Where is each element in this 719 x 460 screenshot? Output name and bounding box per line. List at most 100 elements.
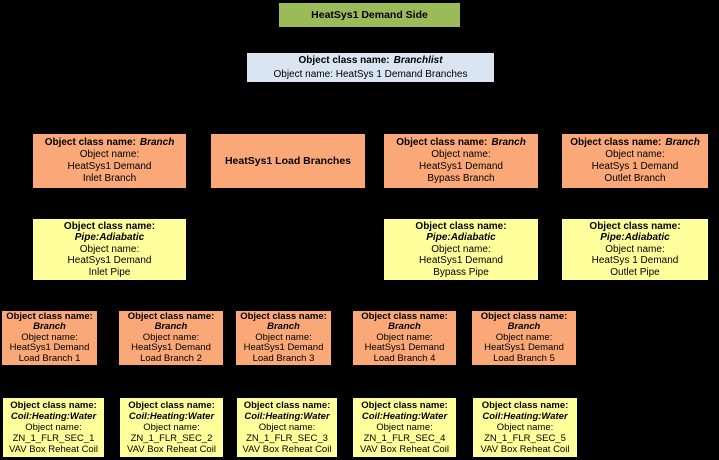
object-name-line: HeatSys1 Demand <box>67 255 152 267</box>
class-line: Object class name:Branch <box>45 137 175 149</box>
object-label: Object name: <box>142 331 200 343</box>
object-name-line: VAV Box Reheat Coil <box>360 444 449 455</box>
class-label: Object class name: <box>396 137 488 148</box>
load-branch-5-box: Object class name: Branch Object name: H… <box>472 311 576 365</box>
object-label: Object name: <box>258 422 316 433</box>
object-label: Object name: <box>376 331 433 343</box>
object-label: Object name: <box>79 149 140 160</box>
object-label: Object name: <box>431 149 491 160</box>
object-name-line: HeatSys 1 Demand <box>591 255 679 267</box>
branch-bypass-box: Object class name:Branch Object name: He… <box>384 134 538 188</box>
class-name: Pipe:Adiabatic <box>426 232 496 244</box>
object-label: Object name: <box>255 331 312 343</box>
object-name-line: HeatSys1 Demand <box>243 342 324 354</box>
object-label: Object name: <box>376 422 433 433</box>
class-name: Branch <box>665 137 700 148</box>
class-name: Branch <box>491 137 526 148</box>
class-name: Pipe:Adiabatic <box>74 232 145 244</box>
class-name: Branchlist <box>393 55 443 66</box>
class-name: Branch <box>267 321 300 333</box>
object-label: Object name: <box>605 149 665 160</box>
object-name-line: Load Branch 4 <box>373 352 436 364</box>
class-label: Object class name: <box>298 55 390 66</box>
object-label: Object name: <box>21 331 78 343</box>
coil-1-box: Object class name: Coil:Heating:Water Ob… <box>3 398 104 457</box>
load-branch-2-box: Object class name: Branch Object name: H… <box>119 311 223 365</box>
object-label: Object name: <box>25 422 82 433</box>
branchlist-class-line: Object class name:Branchlist <box>298 54 442 68</box>
class-label: Object class name: <box>128 400 215 411</box>
class-name: Coil:Heating:Water <box>128 411 215 422</box>
object-name-line: Load Branch 3 <box>252 352 315 364</box>
branchlist-object-line: Object name: HeatSys 1 Demand Branches <box>273 68 468 80</box>
coil-5-box: Object class name: Coil:Heating:Water Ob… <box>473 398 577 457</box>
class-name: Pipe:Adiabatic <box>600 232 670 244</box>
branch-inlet-box: Object class name:Branch Object name: He… <box>33 134 186 188</box>
load-branch-1-box: Object class name: Branch Object name: H… <box>2 311 97 365</box>
coil-3-box: Object class name: Coil:Heating:Water Ob… <box>237 398 337 457</box>
class-label: Object class name: <box>127 310 215 322</box>
object-label: Object name: <box>605 243 665 255</box>
object-name-line: Outlet Pipe <box>610 266 660 278</box>
class-label: Object class name: <box>415 220 507 232</box>
object-name-line: Load Branch 1 <box>18 352 81 364</box>
class-name: Coil:Heating:Water <box>482 411 568 422</box>
class-label: Object class name: <box>243 400 331 411</box>
object-name-line: VAV Box Reheat Coil <box>480 444 570 455</box>
class-name: Branch <box>33 321 66 333</box>
class-name: Branch <box>388 321 421 333</box>
object-name-line: HeatSys1 Demand <box>9 342 90 354</box>
class-label: Object class name: <box>6 310 93 322</box>
class-name: Coil:Heating:Water <box>361 411 448 422</box>
class-label: Object class name: <box>10 400 97 411</box>
pipe-inlet-box: Object class name: Pipe:Adiabatic Object… <box>33 219 186 280</box>
coil-2-box: Object class name: Coil:Heating:Water Ob… <box>120 398 223 457</box>
branchlist-box: Object class name:Branchlist Object name… <box>247 53 494 82</box>
object-name-line: Inlet Pipe <box>88 266 131 278</box>
root-label: HeatSys1 Demand Side <box>311 9 428 21</box>
object-name-line: ZN_1_FLR_SEC_3 <box>246 433 328 444</box>
object-name-line: HeatSys1 Demand <box>131 342 211 354</box>
coil-4-box: Object class name: Coil:Heating:Water Ob… <box>353 398 456 457</box>
class-label: Object class name: <box>589 220 681 232</box>
object-label: Object name: <box>495 331 553 343</box>
branch-outlet-box: Object class name:Branch Object name: He… <box>562 134 708 188</box>
load-branch-4-box: Object class name: Branch Object name: H… <box>353 311 456 365</box>
class-label: Object class name: <box>361 400 448 411</box>
class-label: Object class name: <box>361 310 448 322</box>
object-name-line: Load Branch 2 <box>140 352 202 364</box>
object-label: Object name: <box>79 243 140 255</box>
load-branches-label: HeatSys1 Load Branches <box>224 155 352 167</box>
object-name-line: Bypass Pipe <box>433 266 489 278</box>
object-name-line: HeatSys1 Demand <box>364 342 445 354</box>
root-demand-side-box: HeatSys1 Demand Side <box>279 3 460 27</box>
class-name: Coil:Heating:Water <box>244 411 330 422</box>
class-line: Object class name:Branch <box>396 137 526 149</box>
object-name-line: VAV Box Reheat Coil <box>242 444 332 455</box>
object-name-line: ZN_1_FLR_SEC_5 <box>484 433 566 444</box>
object-name-line: VAV Box Reheat Coil <box>127 444 216 455</box>
class-name: Branch <box>139 137 175 148</box>
pipe-outlet-box: Object class name: Pipe:Adiabatic Object… <box>562 219 708 280</box>
object-name-line: ZN_1_FLR_SEC_2 <box>130 433 213 444</box>
class-name: Branch <box>154 321 188 333</box>
object-name-line: HeatSys1 Demand <box>484 342 564 354</box>
object-name-line: ZN_1_FLR_SEC_1 <box>12 433 95 444</box>
class-label: Object class name: <box>481 400 569 411</box>
class-label: Object class name: <box>240 310 327 322</box>
pipe-bypass-box: Object class name: Pipe:Adiabatic Object… <box>384 219 538 280</box>
class-line: Object class name:Branch <box>570 137 700 149</box>
load-branches-label-box: HeatSys1 Load Branches <box>211 134 365 188</box>
load-branch-3-box: Object class name: Branch Object name: H… <box>236 311 331 365</box>
object-label: Object name: <box>496 422 554 433</box>
object-label: Object name: <box>143 422 200 433</box>
object-name-line: Inlet Branch <box>82 173 137 184</box>
class-label: Object class name: <box>63 220 156 232</box>
object-name-line: Bypass Branch <box>427 173 495 184</box>
object-name-line: ZN_1_FLR_SEC_4 <box>363 433 446 444</box>
class-name: Branch <box>507 321 541 333</box>
object-label: Object name: <box>431 243 491 255</box>
object-name-line: HeatSys1 Demand <box>419 255 503 267</box>
object-name-line: HeatSys 1 Demand <box>591 161 679 172</box>
